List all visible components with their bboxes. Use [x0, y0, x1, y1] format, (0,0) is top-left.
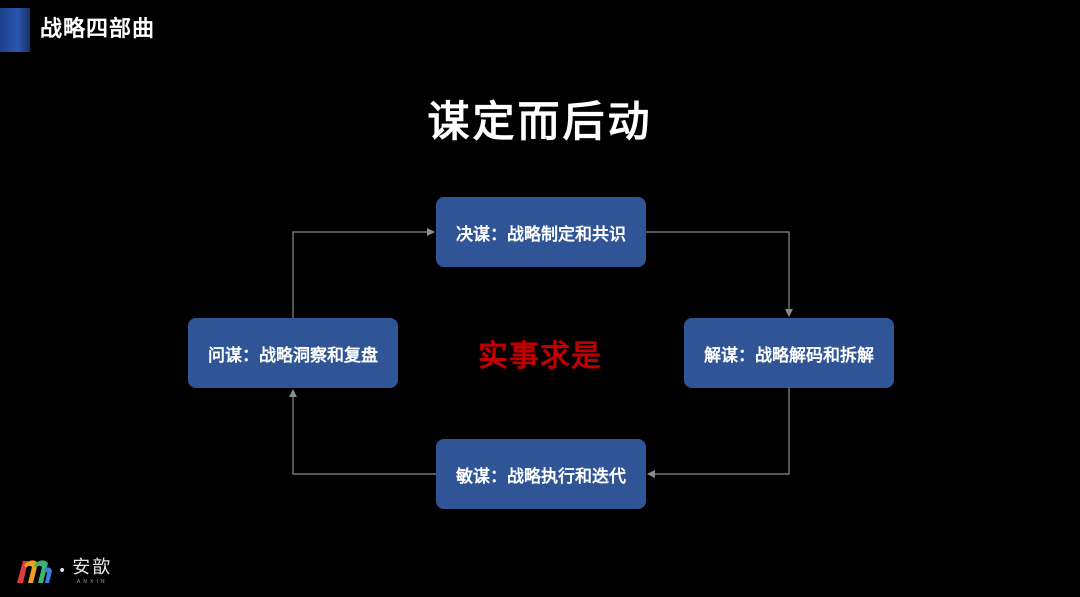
- node-decide-label: 决谋：战略制定和共识: [456, 224, 626, 245]
- node-decode-label: 解谋：战略解码和拆解: [704, 345, 874, 366]
- connector-left-to-top: [292, 228, 435, 318]
- center-motto: 实事求是: [478, 339, 602, 374]
- node-insight-strategy: 问谋：战略洞察和复盘: [188, 318, 398, 388]
- header-title: 战略四部曲: [40, 17, 156, 42]
- logo-text: 安歆 ANXIN: [72, 557, 112, 586]
- node-insight-label: 问谋：战略洞察和复盘: [208, 345, 378, 366]
- node-decode-strategy: 解谋：战略解码和拆解: [684, 318, 894, 388]
- header-accent-bar: [0, 8, 30, 52]
- logo-separator-dot: •: [58, 563, 67, 579]
- logo-name: 安歆: [72, 556, 113, 578]
- company-logo: • 安歆 ANXIN: [14, 553, 112, 589]
- slide-title: 谋定而后动: [427, 97, 653, 146]
- node-execute-label: 敏谋：战略执行和迭代: [456, 466, 626, 487]
- logo-subtitle: ANXIN: [76, 578, 108, 585]
- anxin-logo-icon: [17, 560, 52, 583]
- node-execute-strategy: 敏谋：战略执行和迭代: [436, 439, 646, 509]
- node-decide-strategy: 决谋：战略制定和共识: [436, 197, 646, 267]
- connector-bottom-to-left: [289, 389, 436, 475]
- connector-top-to-right: [646, 231, 793, 317]
- connector-right-to-bottom: [647, 388, 790, 478]
